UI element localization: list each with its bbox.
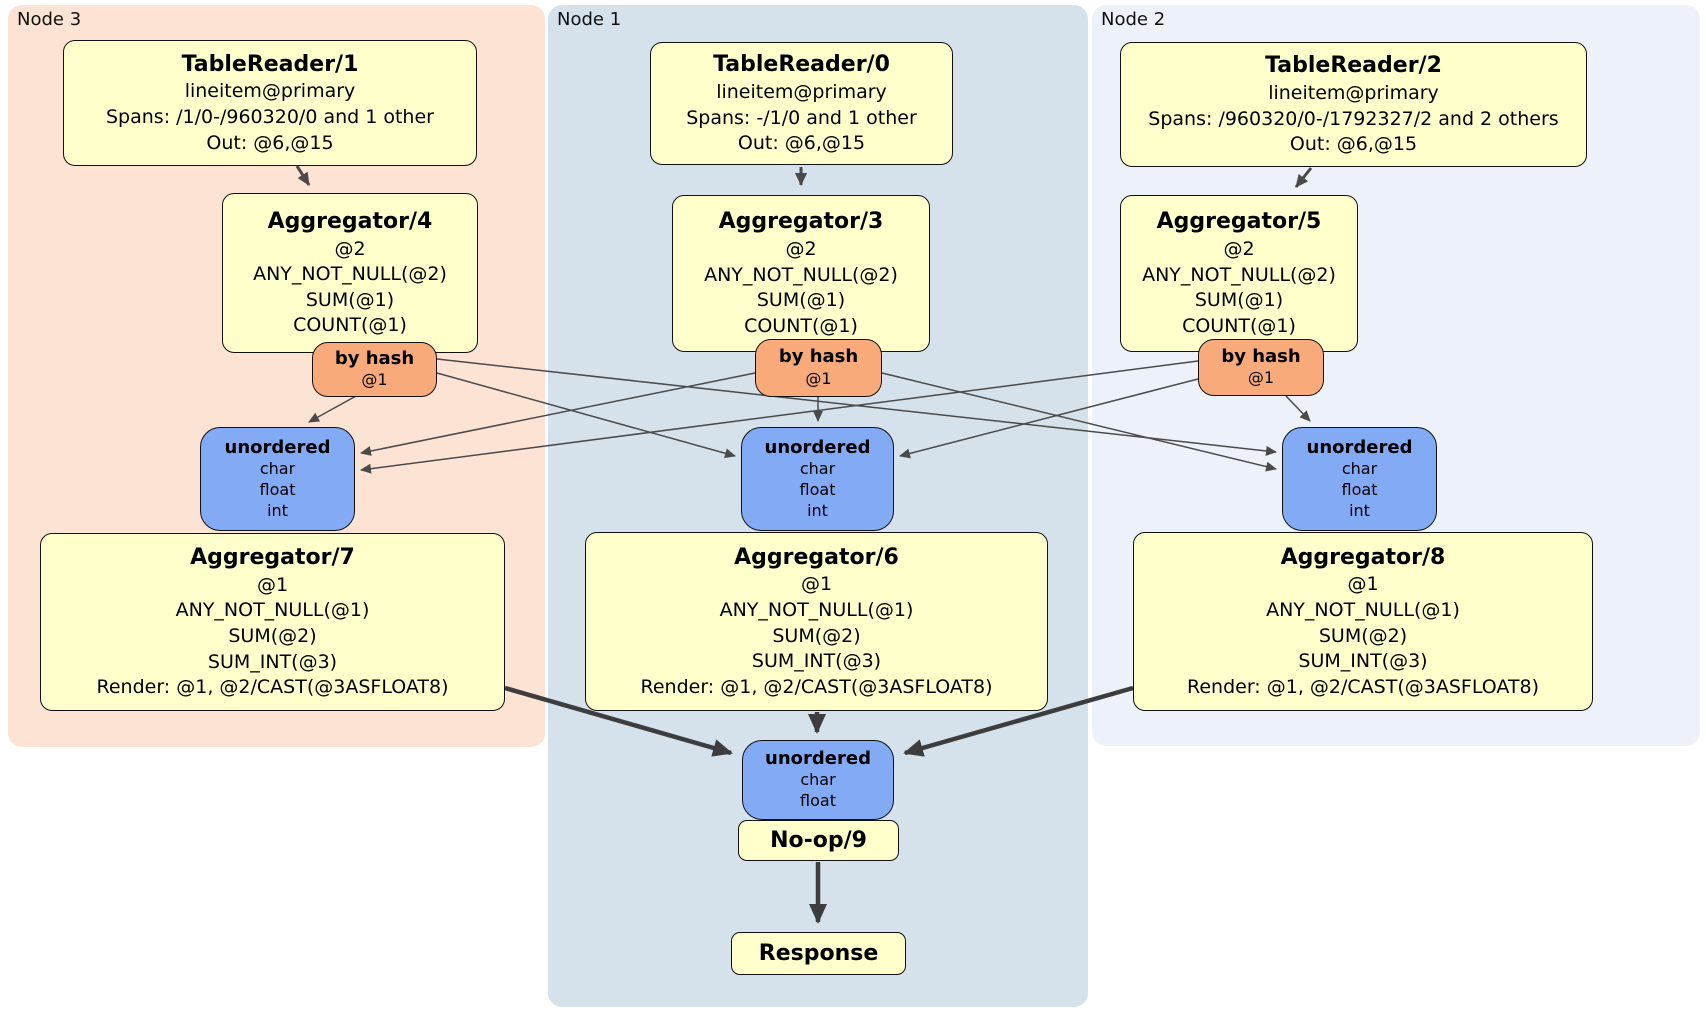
aggregator-3-title: Aggregator/3 [718,209,884,235]
node3-panel-label: Node 3 [17,9,82,30]
aggregator-4-group: @2 [334,237,366,260]
aggregator-8-render: Render: @1, @2/CAST(@3ASFLOAT8) [1187,675,1539,698]
hash-router-node3: by hash @1 [312,342,437,397]
tablereader-2-title: TableReader/2 [1265,53,1442,79]
aggregator-7-render: Render: @1, @2/CAST(@3ASFLOAT8) [96,676,449,699]
sync-node1: unordered char float int [741,427,894,531]
aggregator-5-fn2: SUM(@1) [1194,289,1284,312]
tablereader-0-title: TableReader/0 [713,52,890,78]
tablereader-1-title: TableReader/1 [181,51,359,77]
response-title: Response [758,940,879,966]
tablereader-0-box: TableReader/0 lineitem@primary Spans: -/… [650,42,953,165]
sync-node2-title: unordered [1306,436,1413,458]
hash-router-node3-arg: @1 [361,370,388,390]
tablereader-2-out: Out: @6,@15 [1289,133,1418,156]
merge-sync: unordered char float [742,740,894,820]
tablereader-1-spans: Spans: /1/0-/960320/0 and 1 other [106,106,434,129]
tablereader-1-box: TableReader/1 lineitem@primary Spans: /1… [63,40,477,166]
tablereader-0-spans: Spans: -/1/0 and 1 other [686,106,917,129]
aggregator-6-box: Aggregator/6 @1 ANY_NOT_NULL(@1) SUM(@2)… [585,532,1048,711]
tablereader-0-out: Out: @6,@15 [737,132,866,155]
aggregator-6-fn3: SUM_INT(@3) [751,650,882,673]
tablereader-1-index: lineitem@primary [184,80,356,103]
aggregator-6-title: Aggregator/6 [734,544,899,570]
tablereader-2-spans: Spans: /960320/0-/1792327/2 and 2 others [1148,107,1559,130]
hash-router-node2: by hash @1 [1198,339,1324,396]
aggregator-5-group: @2 [1223,238,1255,261]
sync-node2: unordered char float int [1282,427,1437,531]
hash-router-node3-title: by hash [334,347,415,369]
merge-sync-col1: char [800,770,836,790]
aggregator-8-box: Aggregator/8 @1 ANY_NOT_NULL(@1) SUM(@2)… [1133,532,1593,711]
aggregator-6-fn1: ANY_NOT_NULL(@1) [719,598,914,621]
sync-node2-col2: float [1341,479,1378,499]
aggregator-8-fn3: SUM_INT(@3) [1298,650,1428,673]
sync-node2-col3: int [1349,500,1370,520]
aggregator-7-fn3: SUM_INT(@3) [207,650,338,673]
aggregator-7-box: Aggregator/7 @1 ANY_NOT_NULL(@1) SUM(@2)… [40,533,505,711]
hash-router-node2-title: by hash [1221,345,1301,367]
aggregator-3-group: @2 [785,238,817,261]
aggregator-8-fn1: ANY_NOT_NULL(@1) [1266,598,1460,621]
merge-sync-col2: float [800,791,836,811]
aggregator-6-render: Render: @1, @2/CAST(@3ASFLOAT8) [640,675,993,698]
aggregator-4-box: Aggregator/4 @2 ANY_NOT_NULL(@2) SUM(@1)… [222,193,478,353]
sync-node1-col2: float [799,479,836,499]
hash-router-node1-arg: @1 [805,368,832,388]
aggregator-7-fn1: ANY_NOT_NULL(@1) [175,599,370,622]
aggregator-8-title: Aggregator/8 [1280,544,1446,570]
aggregator-6-group: @1 [800,573,833,596]
sync-node1-col1: char [799,459,836,479]
aggregator-3-box: Aggregator/3 @2 ANY_NOT_NULL(@2) SUM(@1)… [672,195,930,352]
aggregator-3-fn2: SUM(@1) [756,289,846,312]
tablereader-1-out: Out: @6,@15 [206,131,334,154]
sync-node3-col1: char [259,459,296,479]
merge-sync-title: unordered [765,747,871,769]
aggregator-4-fn1: ANY_NOT_NULL(@2) [253,263,447,286]
aggregator-5-title: Aggregator/5 [1156,209,1322,235]
aggregator-4-title: Aggregator/4 [267,208,433,234]
sync-node2-col1: char [1341,459,1378,479]
hash-router-node1-title: by hash [778,346,859,368]
node1-panel-label: Node 1 [557,9,622,30]
sync-node3-title: unordered [224,436,331,458]
hash-router-node1: by hash @1 [755,339,882,397]
aggregator-7-title: Aggregator/7 [190,545,355,571]
aggregator-4-fn2: SUM(@1) [305,288,395,311]
response-box: Response [731,932,906,975]
aggregator-5-fn1: ANY_NOT_NULL(@2) [1142,263,1336,286]
aggregator-7-fn2: SUM(@2) [228,625,317,648]
sync-node1-title: unordered [764,436,871,458]
sync-node1-col3: int [807,500,828,520]
aggregator-5-box: Aggregator/5 @2 ANY_NOT_NULL(@2) SUM(@1)… [1120,195,1358,352]
aggregator-5-fn3: COUNT(@1) [1182,314,1296,337]
sync-node3-col2: float [259,479,296,499]
tablereader-0-index: lineitem@primary [716,80,887,103]
sync-node3-col3: int [267,500,288,520]
aggregator-3-fn1: ANY_NOT_NULL(@2) [704,263,898,286]
aggregator-8-group: @1 [1347,573,1379,596]
noop-title: No-op/9 [770,827,867,853]
sync-node3: unordered char float int [200,427,355,531]
tablereader-2-box: TableReader/2 lineitem@primary Spans: /9… [1120,42,1587,167]
node2-panel-label: Node 2 [1101,9,1166,30]
aggregator-6-fn2: SUM(@2) [772,624,861,647]
aggregator-4-fn3: COUNT(@1) [293,314,407,337]
noop-box: No-op/9 [738,820,899,861]
tablereader-2-index: lineitem@primary [1268,81,1439,104]
hash-router-node2-arg: @1 [1247,368,1275,388]
aggregator-3-fn3: COUNT(@1) [744,314,858,337]
aggregator-8-fn2: SUM(@2) [1318,624,1408,647]
aggregator-7-group: @1 [256,573,289,596]
